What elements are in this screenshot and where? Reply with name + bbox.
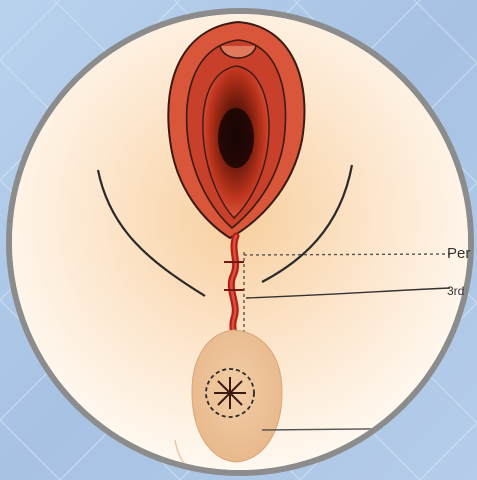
vaginal-opening <box>218 108 254 168</box>
anus-star <box>214 377 246 409</box>
perineum-pointer <box>244 254 450 255</box>
third-degree-label: 3rd <box>447 284 464 298</box>
perineum-label: Per <box>447 245 470 262</box>
